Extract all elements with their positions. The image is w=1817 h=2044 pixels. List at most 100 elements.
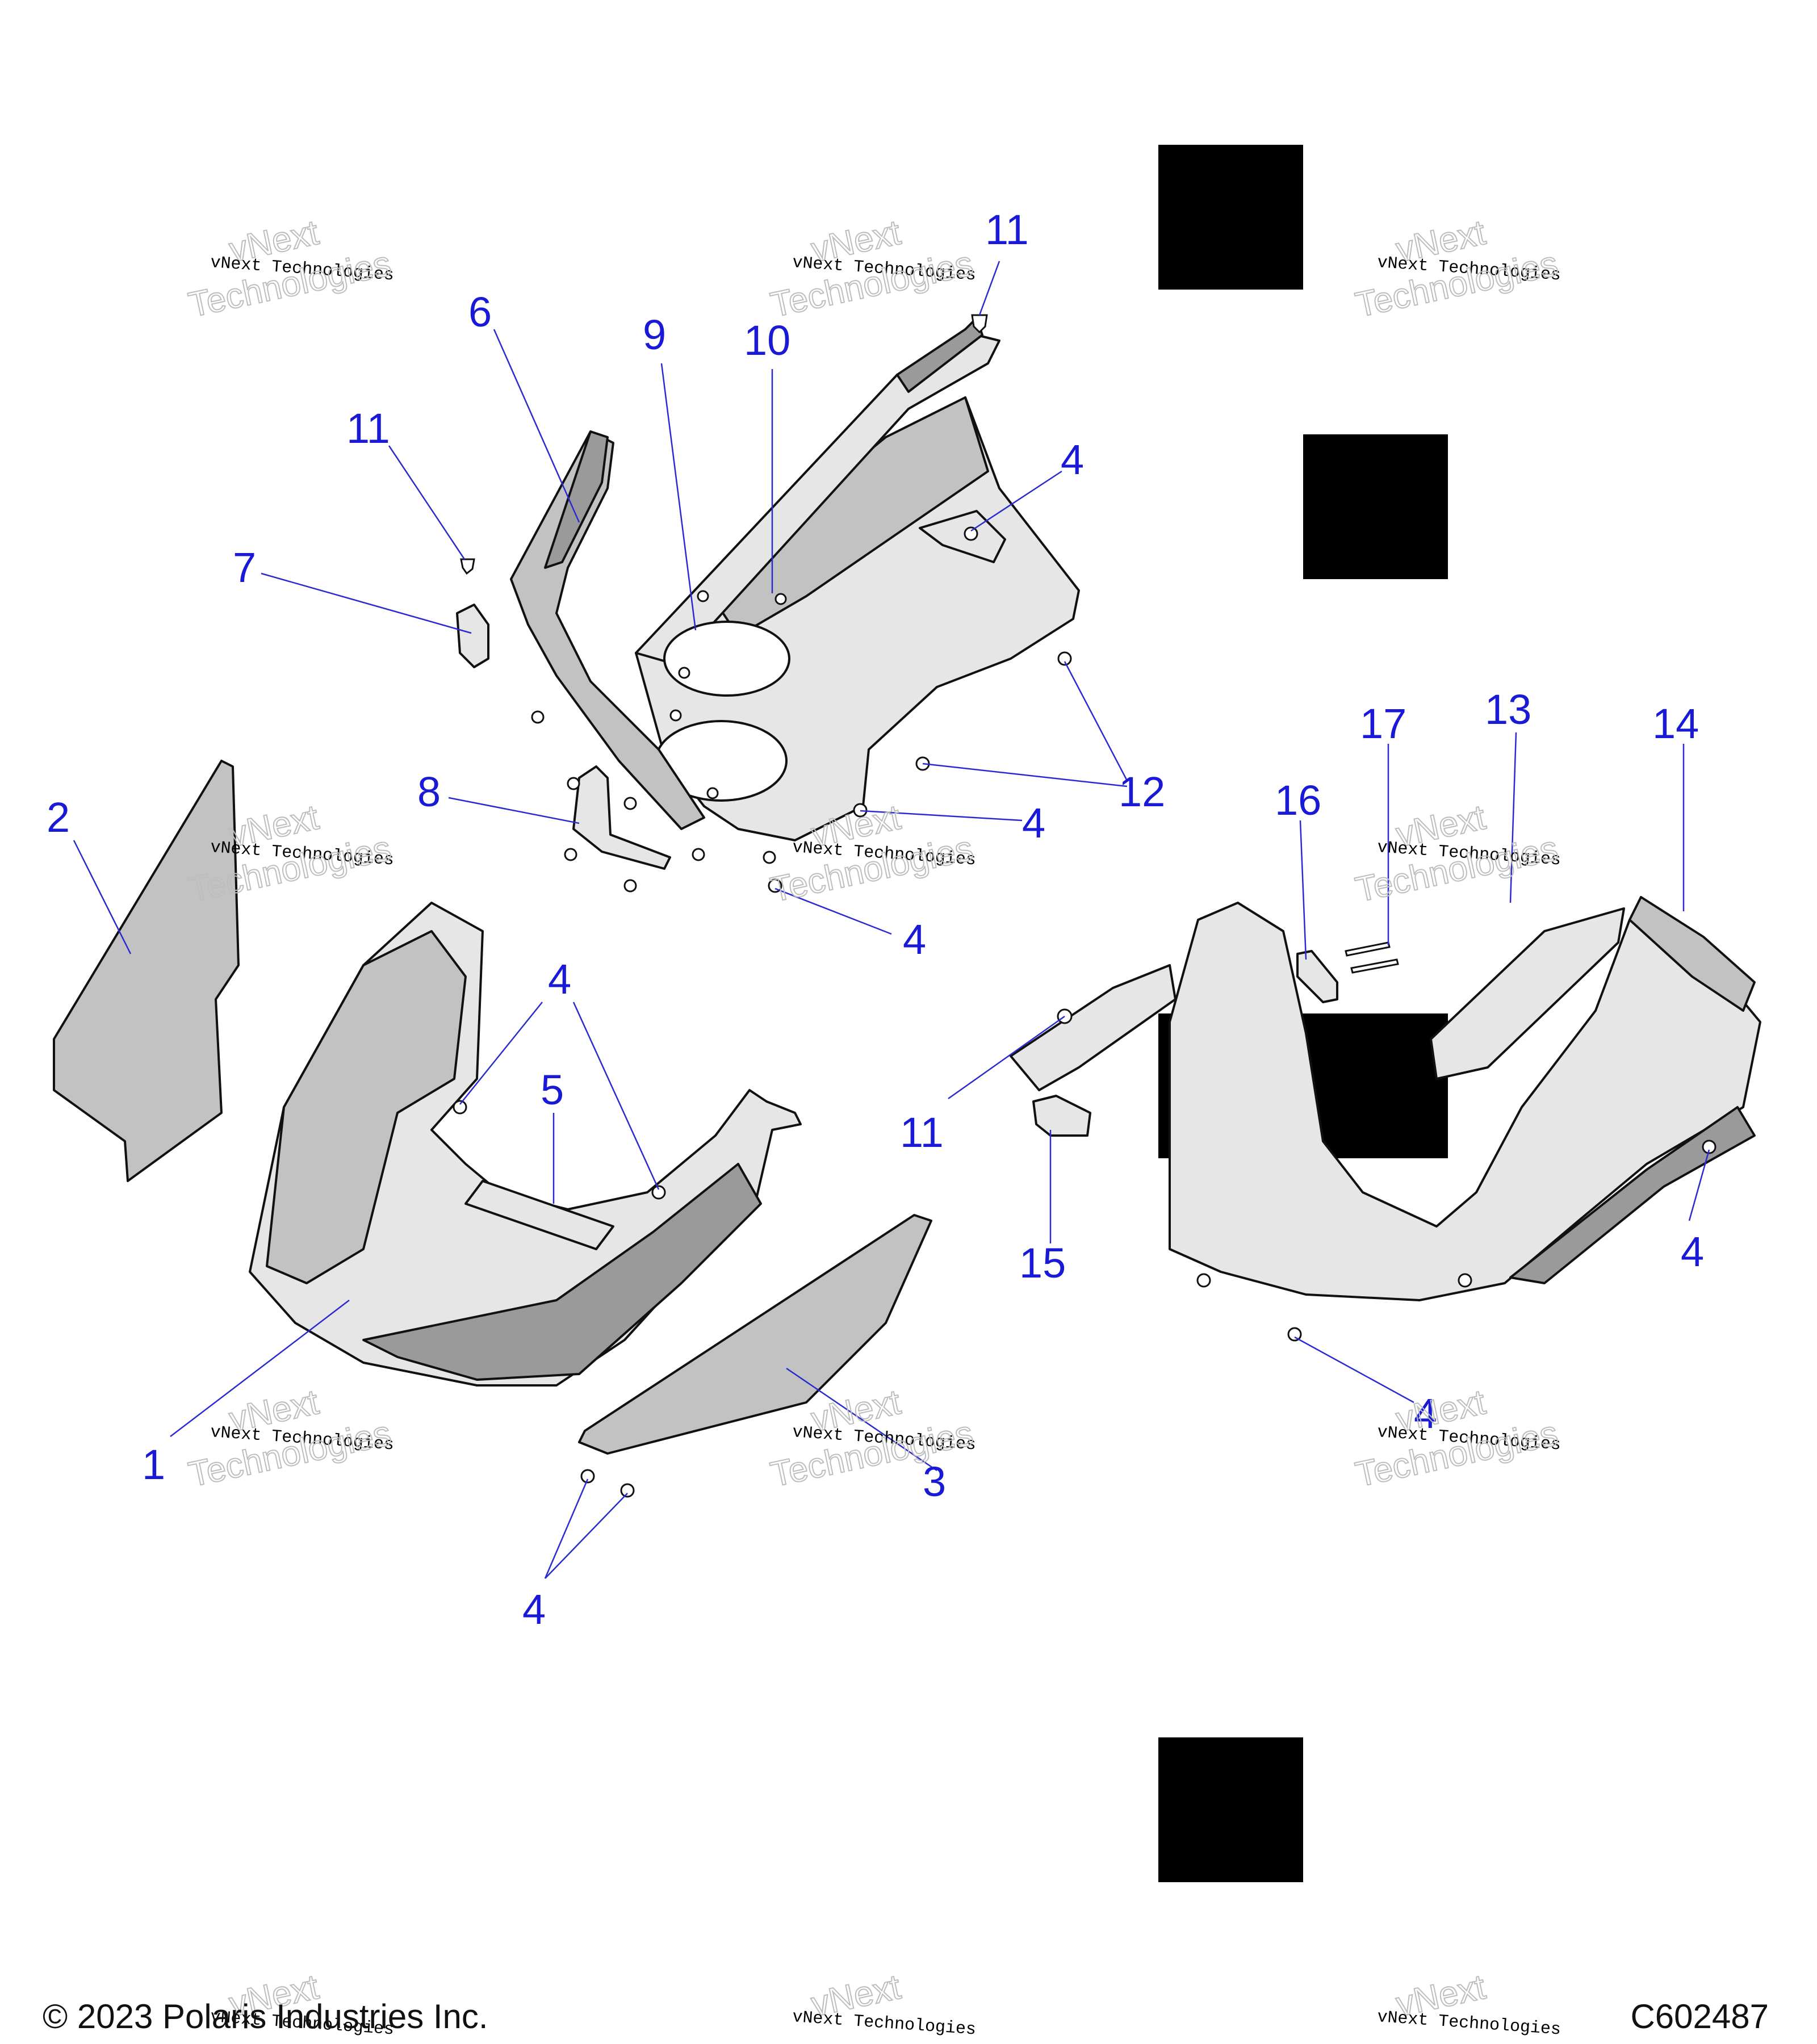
fastener-4-panel3-a (580, 1469, 595, 1484)
watermark-r3c3: vNext vNext Technologies Technologies (1351, 1382, 1561, 1495)
watermark-r1c1: vNext vNext Technologies Technologies (185, 212, 395, 325)
callout-4-right: 4 (1681, 1228, 1704, 1275)
watermark-r2c3: vNext vNext Technologies Technologies (1351, 797, 1561, 910)
plate-fastener-10a (697, 590, 709, 602)
svg-text:vNext Technologies: vNext Technologies (792, 2008, 977, 2040)
leader-9 (660, 363, 697, 631)
side-panel-3 (578, 1214, 932, 1455)
callout-4-panel: 4 (522, 1586, 546, 1633)
fastener-4-shroud-b (651, 1185, 666, 1200)
front-shroud-14 (1169, 902, 1761, 1301)
leader-11a (978, 261, 1000, 316)
rivet-17b (1350, 958, 1399, 974)
diagram-id: C602487 (1630, 1997, 1769, 2035)
insert-5 (464, 1180, 614, 1250)
bolt-d (564, 848, 577, 861)
bracket-left-arm (1010, 964, 1177, 1091)
watermark-r4c2: vNext vNext Technologies (792, 1967, 977, 2040)
leader-2 (73, 840, 132, 954)
leader-11b (388, 445, 466, 560)
rivet-17a (1345, 941, 1391, 957)
skid-plate-hole-upper (663, 621, 790, 697)
callout-14: 14 (1652, 700, 1699, 747)
plate-fastener-c (669, 709, 682, 722)
side-panel-2 (53, 760, 240, 1182)
leader-7 (261, 572, 472, 634)
leader-4i (1294, 1336, 1414, 1404)
leader-4h (1688, 1149, 1710, 1221)
fastener-4-mid (853, 803, 868, 818)
callout-5: 5 (541, 1066, 564, 1113)
leader-8 (448, 797, 580, 824)
bracket-8 (572, 765, 671, 870)
clip-11-top (971, 314, 988, 334)
bolt-e (692, 848, 705, 861)
callout-12: 12 (1119, 768, 1165, 815)
callout-11-right: 11 (900, 1109, 944, 1156)
front-shroud-14-side (1628, 896, 1756, 1012)
front-shroud-assembly (1010, 896, 1761, 1342)
fastener-4-plate (964, 526, 978, 541)
svg-text:vNext Technologies: vNext Technologies (1376, 2008, 1561, 2040)
watermark-r1c3: vNext vNext Technologies Technologies (1351, 212, 1561, 325)
fastener-4-shroud-bottom-a (1196, 1273, 1211, 1288)
leader-lines (73, 261, 1710, 1579)
lower-shroud-assembly (249, 902, 802, 1387)
callout-9: 9 (643, 311, 666, 358)
callout-4-mid: 4 (1022, 799, 1045, 847)
leader-11c (948, 1015, 1065, 1100)
callout-4-low: 4 (903, 916, 926, 963)
callout-8: 8 (417, 768, 441, 815)
leader-4d (545, 1493, 628, 1579)
leader-13 (1509, 732, 1517, 903)
leader-4e (970, 470, 1062, 532)
callout-10: 10 (744, 317, 790, 364)
plate-16 (1296, 950, 1338, 1003)
leader-4b (572, 1002, 660, 1190)
leader-4c (544, 1478, 589, 1579)
leader-12b (922, 763, 1128, 788)
fastener-4-shroud-a (453, 1100, 467, 1115)
watermark-r3c1: vNext vNext Technologies Technologies (185, 1382, 395, 1495)
fastener-4-shroud-right (1702, 1140, 1716, 1154)
callout-17: 17 (1360, 700, 1406, 747)
watermark-r1c2: vNext vNext Technologies Technologies (767, 212, 977, 325)
fastener-4-low (768, 878, 782, 893)
bolt-f (763, 851, 776, 864)
front-bracket-6-face (544, 430, 609, 569)
callout-15: 15 (1019, 1239, 1066, 1287)
leader-4a (459, 1002, 543, 1105)
lower-shroud-1-side (362, 1163, 762, 1381)
leader-6 (493, 329, 580, 523)
leader-4f (860, 810, 1023, 822)
cap-7 (456, 604, 489, 668)
bolt-c (623, 797, 637, 810)
fastener-4-shroud-bottom-b (1287, 1327, 1302, 1342)
callout-6: 6 (468, 288, 492, 336)
panel-13 (1430, 907, 1625, 1080)
callout-11-top: 11 (985, 206, 1029, 253)
redaction-block-bottom (1158, 1737, 1303, 1882)
redaction-block-upper-right (1303, 434, 1448, 579)
callout-1: 1 (142, 1441, 165, 1488)
callout-7: 7 (233, 544, 256, 591)
leader-4g (774, 887, 892, 935)
clip-11-left (460, 558, 475, 575)
mount-15 (1032, 1095, 1091, 1137)
fastener-4-shroud-bottom-c (1458, 1273, 1472, 1288)
callout-numbers: 1 2 3 4 4 4 4 4 4 4 5 6 7 8 9 10 11 11 1… (47, 206, 1704, 1633)
watermark-r4c3: vNext vNext Technologies (1376, 1967, 1561, 2040)
redaction-block-top (1158, 145, 1303, 290)
lower-shroud-1-inner (266, 930, 467, 1284)
plate-fastener-b (706, 787, 719, 799)
fastener-12a (1057, 651, 1072, 666)
bolt-a (531, 710, 545, 724)
skid-plate-slot (919, 510, 1006, 563)
plate-fastener-10b (774, 593, 787, 605)
callout-4-bottom: 4 (1414, 1390, 1437, 1437)
callout-11-left: 11 (346, 405, 390, 452)
leader-1 (170, 1300, 350, 1437)
leader-16 (1299, 820, 1307, 960)
